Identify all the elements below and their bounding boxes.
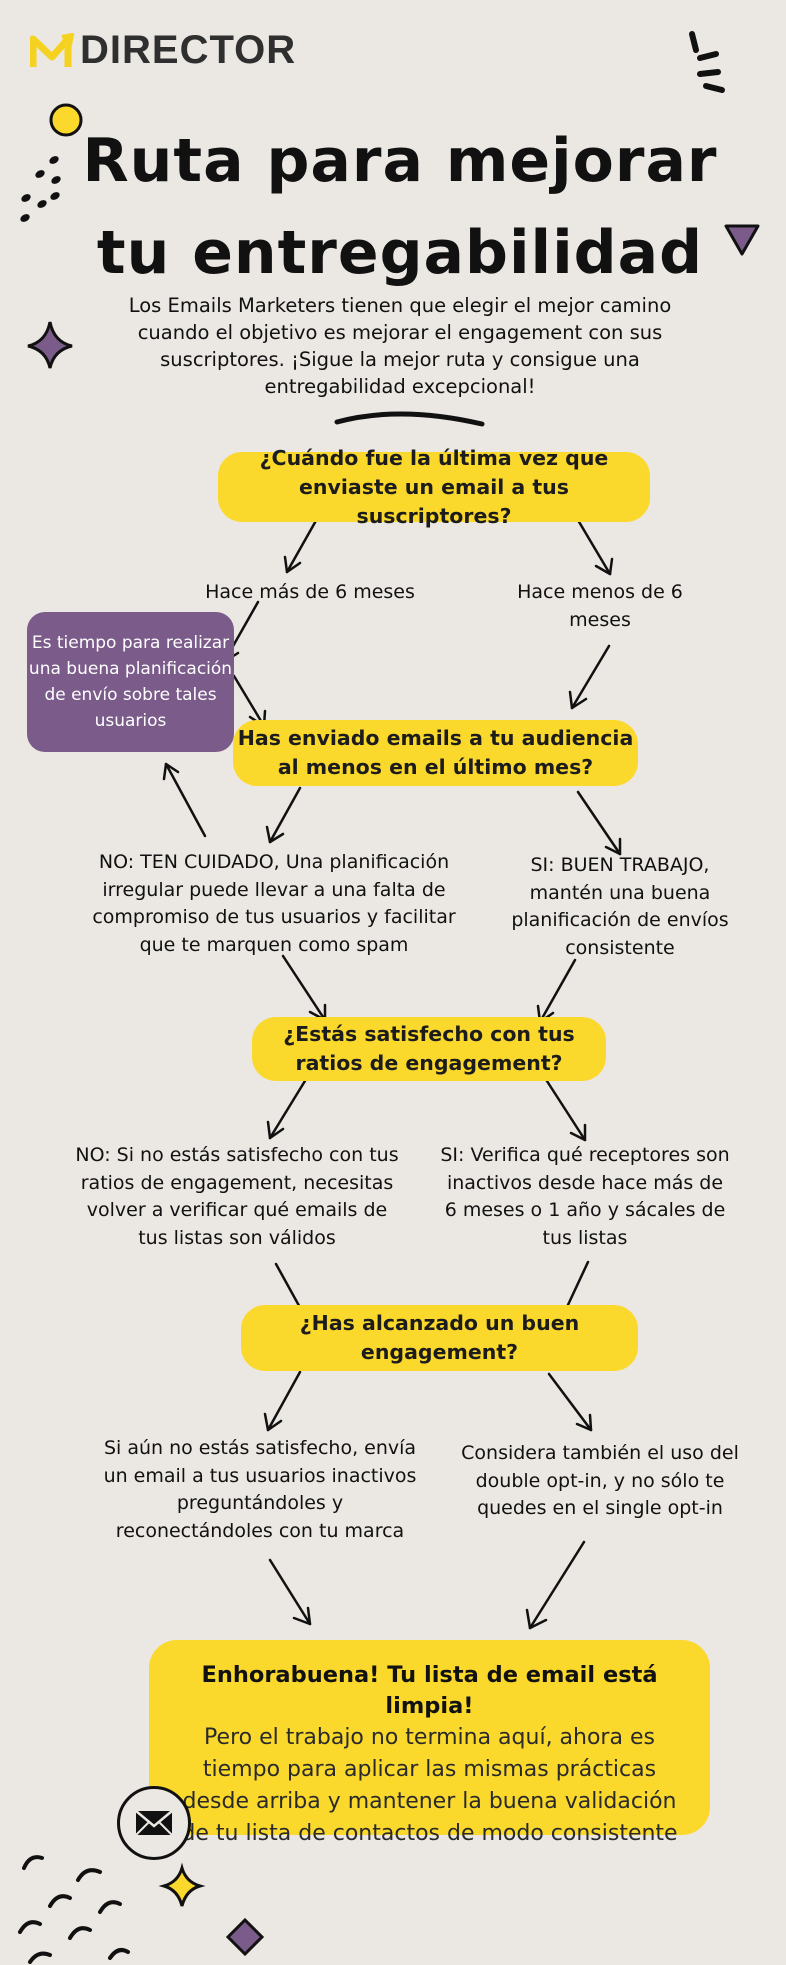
underline-swoosh [337, 414, 482, 424]
q4-right-answer: Considera también el uso del double opt-… [455, 1440, 745, 1523]
brand-name: DIRECTOR [80, 28, 296, 73]
q4-left-answer: Si aún no estás satisfecho, envía un ema… [100, 1435, 420, 1545]
q2-yes-answer: SI: BUEN TRABAJO, mantén una buena plani… [505, 852, 735, 962]
burst-lines-decoration [692, 34, 722, 90]
intro-text: Los Emails Marketers tienen que elegir e… [100, 292, 700, 400]
diamond-icon [228, 1920, 262, 1954]
title-line-1: Ruta para mejorar [80, 115, 720, 207]
q1-left-answer: Hace más de 6 meses [190, 579, 430, 607]
brand-logo: DIRECTOR [30, 28, 296, 73]
question-2-box: Has enviado emails a tu audiencia al men… [233, 720, 638, 786]
question-3-box: ¿Estás satisfecho con tus ratios de enga… [252, 1017, 606, 1081]
squiggles-decoration [20, 1857, 128, 1962]
final-title: Enhorabuena! Tu lista de email está limp… [167, 1660, 692, 1722]
title-line-2: tu entregabilidad [80, 207, 720, 299]
m-logo-icon [30, 33, 74, 69]
envelope-icon [117, 1786, 191, 1860]
triangle-icon [726, 226, 758, 254]
dots-decoration [19, 154, 62, 223]
q3-yes-answer: SI: Verifica qué receptores son inactivo… [440, 1142, 730, 1252]
q1-right-answer: Hace menos de 6 meses [515, 579, 685, 634]
sparkle-star-icon [28, 322, 72, 368]
q3-no-answer: NO: Si no estás satisfecho con tus ratio… [70, 1142, 404, 1252]
q2-no-answer: NO: TEN CUIDADO, Una planificación irreg… [72, 849, 476, 959]
yellow-circle-icon [51, 105, 81, 135]
question-4-box: ¿Has alcanzado un buen engagement? [241, 1305, 638, 1371]
sparkle-star-icon [164, 1868, 200, 1906]
planning-note-box: Es tiempo para realizar una buena planif… [27, 612, 234, 752]
page-title: Ruta para mejorar tu entregabilidad [80, 115, 720, 299]
final-result-box: Enhorabuena! Tu lista de email está limp… [149, 1640, 710, 1835]
final-body: Pero el trabajo no termina aquí, ahora e… [167, 1722, 692, 1850]
question-1-box: ¿Cuándo fue la última vez que enviaste u… [218, 452, 650, 522]
